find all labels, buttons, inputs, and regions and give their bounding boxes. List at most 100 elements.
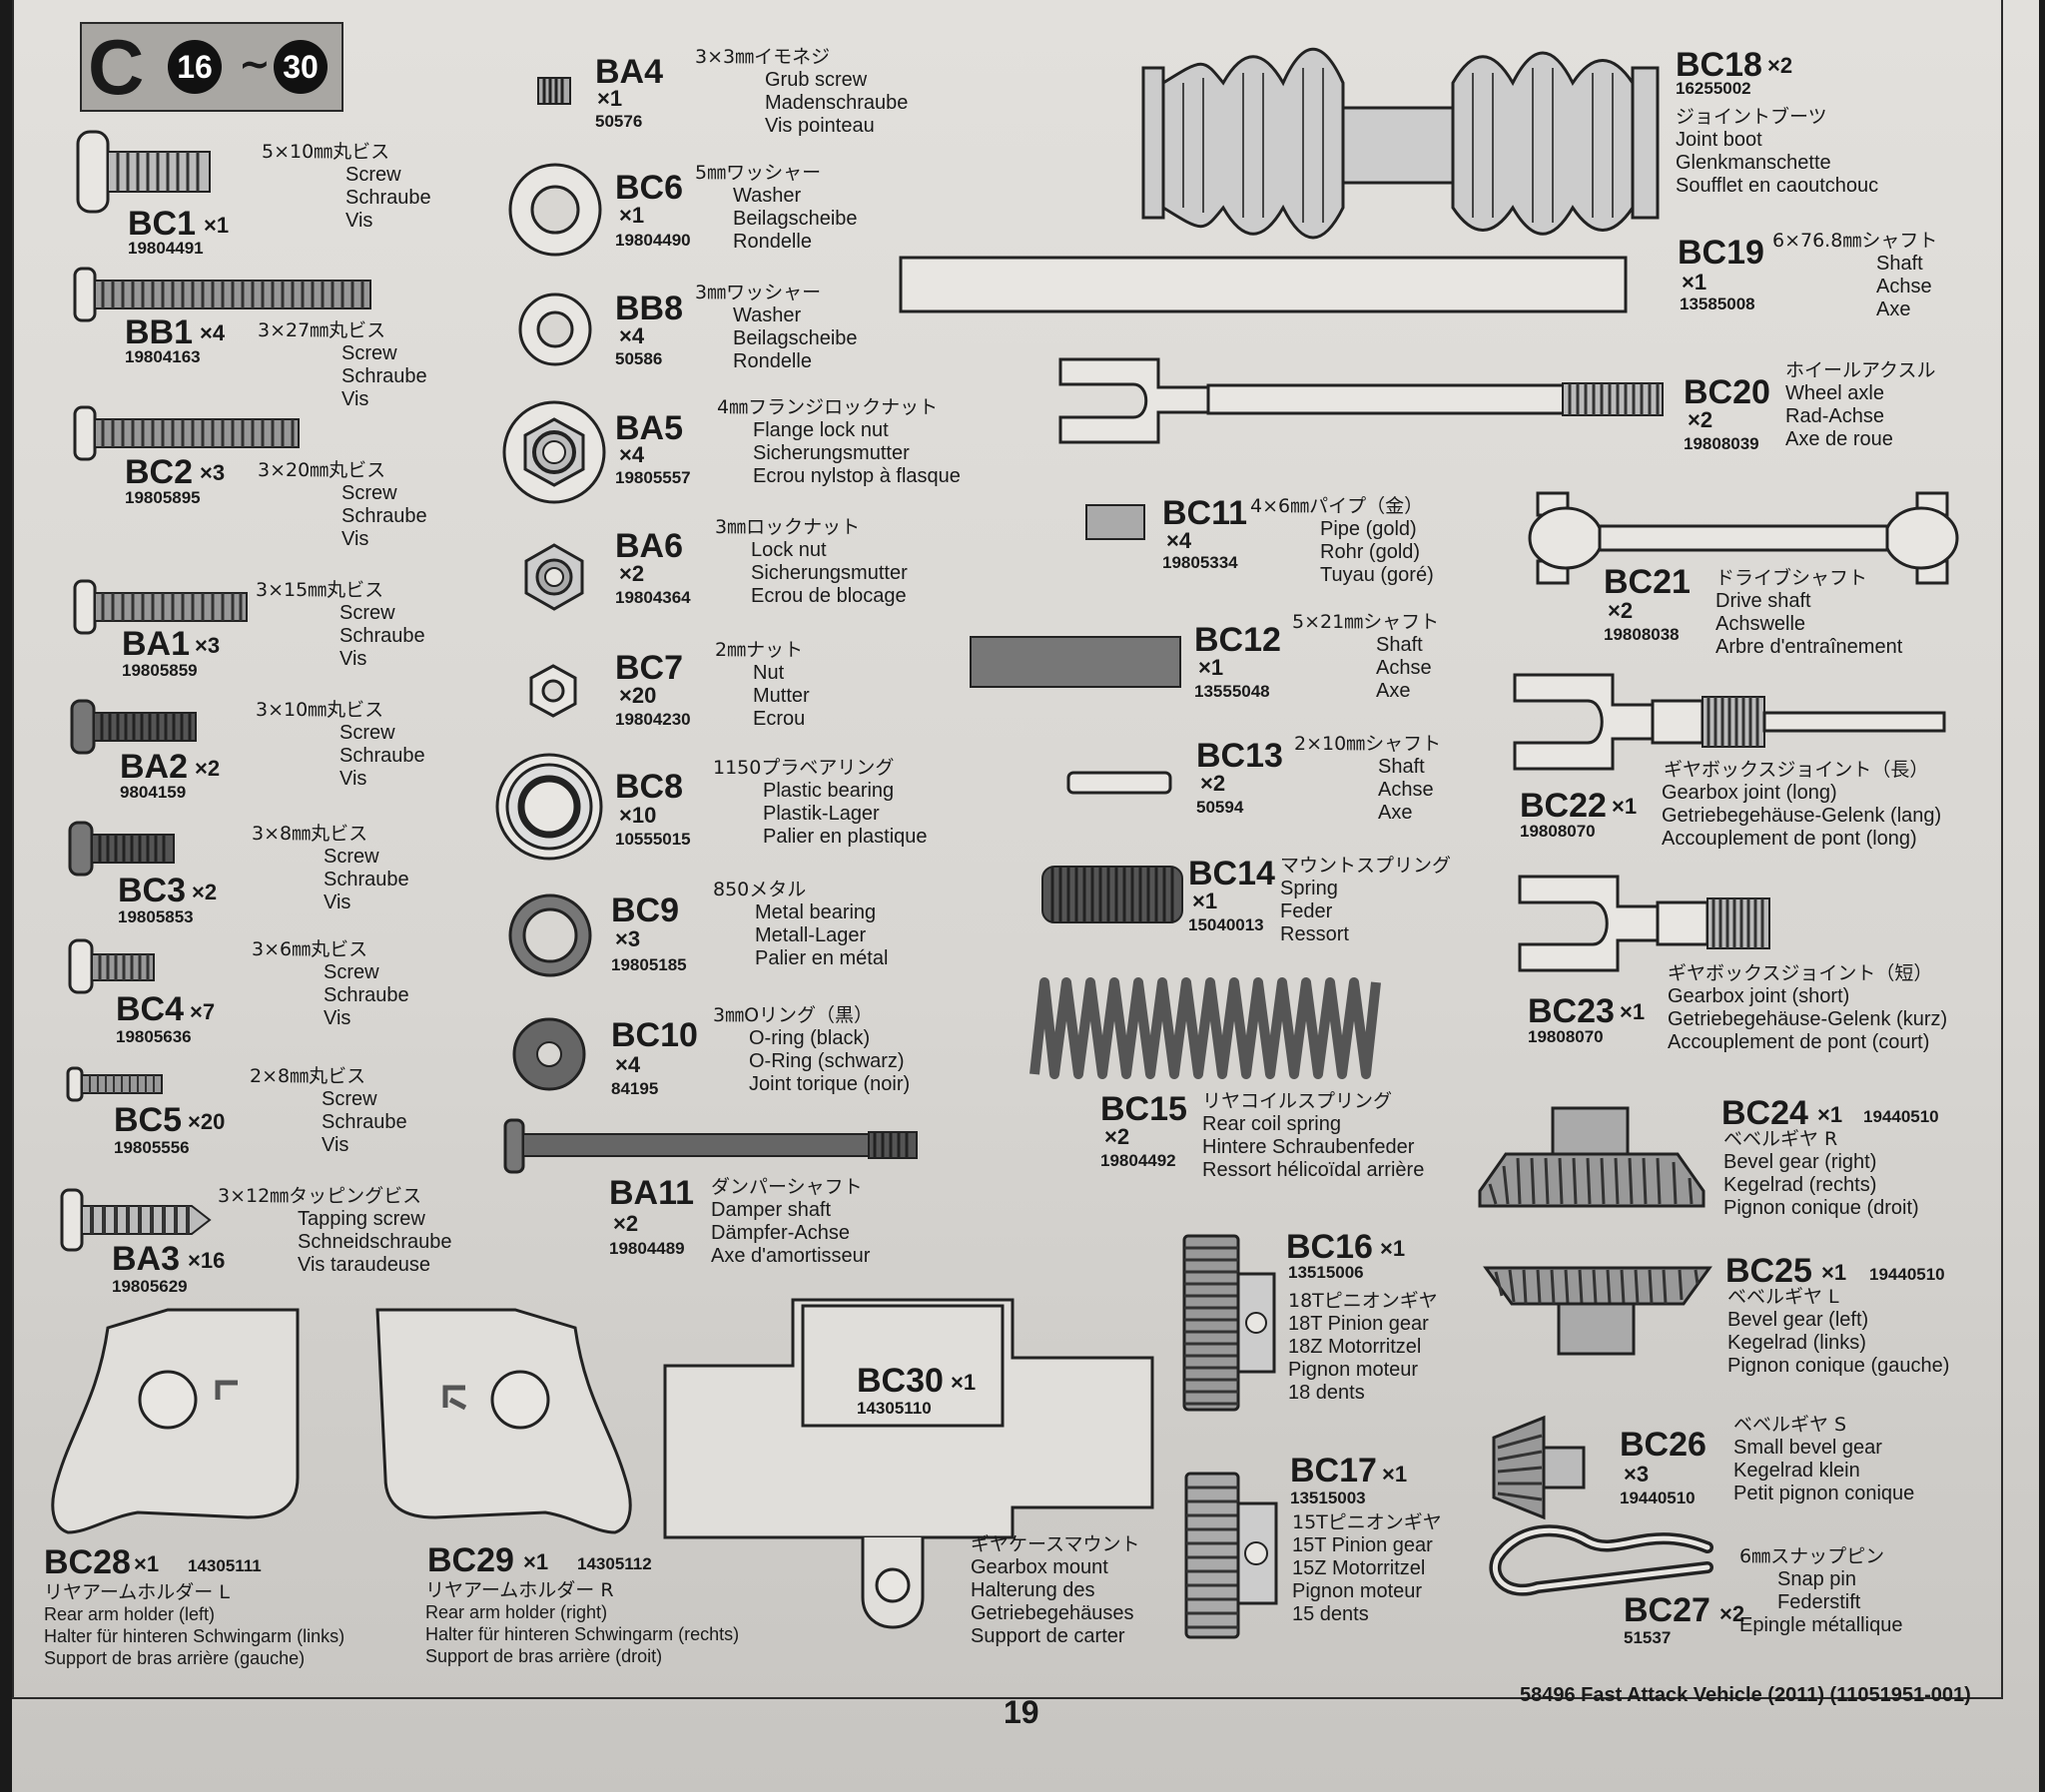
name-jp: 1150プラベアリング xyxy=(713,757,895,779)
part-names: ホイールアクスル Wheel axle Rad-Achse Axe de rou… xyxy=(1785,359,1935,451)
part-qty: ×10 xyxy=(619,803,657,828)
name-fr: Vis xyxy=(341,388,369,410)
bc1-screw-illustration xyxy=(76,130,211,214)
name-de: Schneidschraube xyxy=(298,1231,452,1253)
name-fr: Vis xyxy=(345,210,373,232)
bc4-screw-illustration xyxy=(68,938,155,994)
name-fr: Tuyau (goré) xyxy=(1320,564,1434,586)
part-qty: ×1 xyxy=(1380,1236,1406,1261)
bc20-wheel-axle-illustration xyxy=(1058,357,1664,444)
bc12-shaft-illustration xyxy=(970,636,1181,688)
part-names: 2×8㎜丸ビス Screw Schraube Vis xyxy=(250,1065,407,1157)
bc19-shaft-illustration xyxy=(899,256,1628,313)
name-en: Gearbox joint (long) xyxy=(1662,782,1837,804)
part-names: リヤアームホルダー L Rear arm holder (left) Halte… xyxy=(44,1581,344,1669)
name-de: 18Z Motorritzel xyxy=(1288,1336,1422,1358)
part-qty: ×2 xyxy=(1688,407,1713,432)
name-en: Screw xyxy=(341,482,397,504)
name-de: Kegelrad (rechts) xyxy=(1723,1174,1877,1196)
bc16-pinion-gear-18t-illustration xyxy=(1182,1234,1276,1412)
name-en: Screw xyxy=(324,846,379,868)
name-en: Gearbox joint (short) xyxy=(1668,985,1850,1007)
name-jp: 3×27㎜丸ビス xyxy=(258,319,386,341)
bc15-rear-coil-spring-illustration xyxy=(1029,977,1381,1079)
name-jp: 3×8㎜丸ビス xyxy=(252,823,368,845)
name-en: Lock nut xyxy=(751,539,827,561)
part-qty: ×1 xyxy=(1682,270,1707,295)
part-names: ベベルギヤ S Small bevel gear Kegelrad klein … xyxy=(1733,1414,1914,1505)
part-qty: ×1 xyxy=(1382,1462,1408,1487)
part-number: 14305112 xyxy=(577,1554,652,1573)
part-number: 9804159 xyxy=(120,783,187,802)
part-names: 1150プラベアリング Plastic bearing Plastik-Lage… xyxy=(713,757,928,849)
part-code: BC11 xyxy=(1162,494,1248,532)
part-names: 3×20㎜丸ビス Screw Schraube Vis xyxy=(258,459,427,551)
bc24-bevel-gear-right-illustration xyxy=(1478,1106,1705,1208)
part-qty: ×2 xyxy=(1104,1124,1130,1149)
part-qty: ×1 xyxy=(523,1549,549,1574)
name-de: Rohr (gold) xyxy=(1320,541,1421,563)
bc5-screw-illustration xyxy=(66,1066,163,1102)
part-code: BC23 xyxy=(1528,992,1615,1030)
step-from-circle: 16 xyxy=(168,40,222,94)
name-fr-2: 15 dents xyxy=(1292,1603,1369,1625)
part-code: BC8 xyxy=(615,768,684,806)
name-en: O-ring (black) xyxy=(749,1027,871,1049)
part-names: 3×3㎜イモネジ Grub screw Madenschraube Vis po… xyxy=(695,46,908,138)
part-names: 5㎜ワッシャー Washer Beilagscheibe Rondelle xyxy=(695,162,858,254)
name-jp: マウントスプリング xyxy=(1280,855,1452,877)
name-jp: 3×3㎜イモネジ xyxy=(695,46,831,68)
part-qty: ×20 xyxy=(619,683,657,708)
part-qty: ×1 xyxy=(1817,1102,1843,1127)
name-de: Achse xyxy=(1876,276,1932,298)
name-jp: リヤアームホルダー L xyxy=(44,1581,230,1603)
part-number: 19440510 xyxy=(1869,1265,1945,1284)
bc22-gearbox-joint-long-illustration xyxy=(1513,673,1946,771)
name-de: Rad-Achse xyxy=(1785,405,1884,427)
name-fr: Axe xyxy=(1876,299,1911,320)
bb8-washer-illustration xyxy=(518,293,592,366)
name-jp: 15Tピニオンギヤ xyxy=(1292,1511,1442,1533)
name-fr: Ecrou nylstop à flasque xyxy=(753,465,961,487)
part-qty: ×1 xyxy=(619,203,645,228)
name-fr: Arbre d'entraînement xyxy=(1715,636,1903,658)
sheet-frame xyxy=(12,0,2003,1699)
part-qty: ×4 xyxy=(615,1052,641,1077)
part-number: 19805557 xyxy=(615,468,691,487)
part-names: 4㎜フランジロックナット Flange lock nut Sicherungsm… xyxy=(717,396,961,488)
ba11-damper-shaft-illustration xyxy=(503,1118,918,1174)
name-en: Washer xyxy=(733,304,802,326)
bc14-mount-spring-illustration xyxy=(1041,866,1183,923)
name-fr: Vis xyxy=(340,648,367,670)
name-jp: ベベルギヤ S xyxy=(1733,1414,1847,1436)
part-names: 6×76.8㎜シャフト Shaft Achse Axe xyxy=(1772,230,1937,321)
name-en: Nut xyxy=(753,662,785,684)
name-fr: Axe de roue xyxy=(1785,428,1893,450)
part-qty: ×2 xyxy=(1719,1601,1745,1626)
part-code: BC17 xyxy=(1290,1452,1377,1490)
name-jp: 3㎜Oリング（黒） xyxy=(713,1004,874,1026)
name-en: Drive shaft xyxy=(1715,590,1811,612)
name-en: Spring xyxy=(1280,878,1338,899)
part-qty: ×4 xyxy=(200,320,226,345)
name-en: Gearbox mount xyxy=(971,1556,1108,1578)
name-de: Schraube xyxy=(322,1111,407,1133)
part-code: BB1 xyxy=(125,313,194,351)
name-en: Tapping screw xyxy=(298,1208,425,1230)
part-number: 19808070 xyxy=(1528,1027,1604,1046)
name-jp: 2×8㎜丸ビス xyxy=(250,1065,366,1087)
part-qty: ×1 xyxy=(1620,999,1646,1024)
name-jp: 3㎜ロックナット xyxy=(715,516,861,538)
part-number: 51537 xyxy=(1624,1628,1672,1647)
name-jp: ジョイントブーツ xyxy=(1676,106,1827,128)
part-code: BC13 xyxy=(1196,737,1283,775)
part-number: 19808070 xyxy=(1520,822,1596,841)
part-code: BC20 xyxy=(1684,373,1770,411)
name-jp: 850メタル xyxy=(713,879,807,900)
name-fr: Pignon moteur xyxy=(1288,1359,1419,1381)
name-fr: Vis taraudeuse xyxy=(298,1254,431,1276)
part-code: BC27 xyxy=(1624,1591,1710,1629)
name-en: Pipe (gold) xyxy=(1320,518,1417,540)
part-number: 13585008 xyxy=(1680,295,1755,313)
bc23-gearbox-joint-short-illustration xyxy=(1518,875,1770,972)
